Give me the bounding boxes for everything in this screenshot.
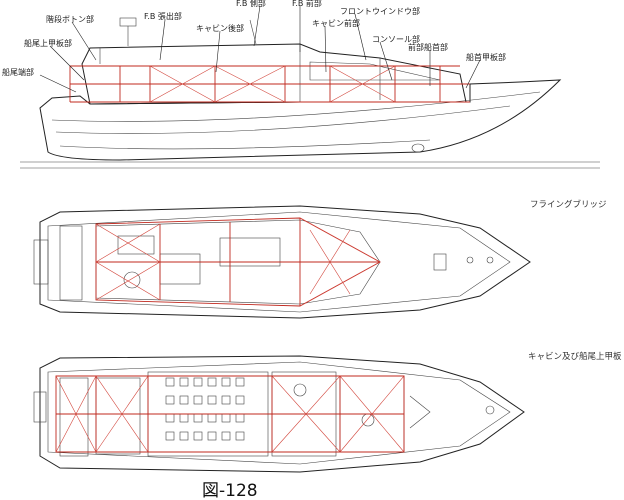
- label-front-window: フロントウインドウ部: [340, 6, 420, 16]
- label-fore-bow: 前部船首部: [408, 42, 448, 52]
- figure-caption: 図-128: [202, 481, 258, 500]
- label-cabin-aft: キャビン後部: [196, 23, 244, 33]
- cabin-view-label: キャビン及び船尾上甲板: [528, 351, 622, 362]
- label-fb-overhang: F.B 張出部: [144, 11, 182, 21]
- flybridge-plan-view: フライングブリッジ: [33, 199, 607, 319]
- cabin-plan-view: キャビン及び船尾上甲板: [33, 351, 622, 473]
- label-stern-end: 船尾端部: [2, 67, 34, 77]
- label-bow-deck: 船首甲板部: [466, 52, 506, 62]
- flybridge-view-label: フライングブリッジ: [530, 199, 607, 210]
- side-profile-view: 船尾端部 船尾上甲板部 階段ボトン部 F.B 張出部 キャビン後部 F.B 側部…: [2, 0, 600, 169]
- label-cabin-front: キャビン前部: [312, 18, 360, 28]
- label-fb-side: F.B 側部: [236, 0, 266, 8]
- flybridge-hull-outline: [39, 205, 531, 319]
- superstructure: [81, 43, 467, 105]
- label-stern-upper-deck: 船尾上甲板部: [24, 38, 72, 48]
- cabin-seating: [165, 377, 245, 441]
- label-fb-front: F.B 前部: [292, 0, 322, 8]
- label-console: コンソール部: [372, 34, 420, 44]
- cabin-hull-outline: [39, 355, 525, 473]
- label-stair-bottom: 階段ボトン部: [46, 14, 94, 24]
